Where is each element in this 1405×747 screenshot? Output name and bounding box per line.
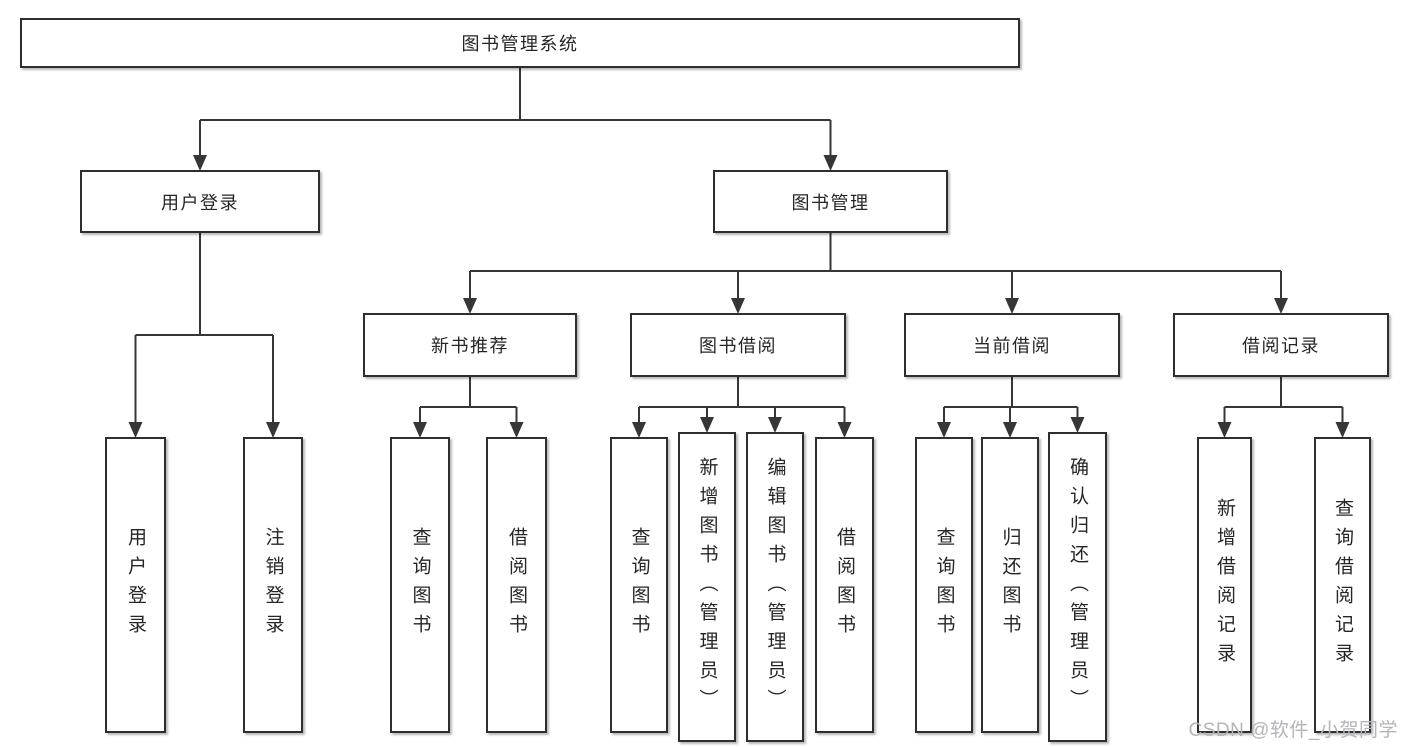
diagram-node-userlogin: 用户登录: [105, 437, 166, 733]
diagram-node-addrecord: 新增借阅记录: [1197, 437, 1252, 733]
node-label-borrowbook1: 借阅图书: [506, 527, 527, 643]
arrowhead-down-icon: [837, 422, 852, 438]
node-label-currentmod: 当前借阅: [973, 336, 1051, 356]
node-label-logout: 注销登录: [262, 527, 284, 643]
arrowhead-down-icon: [937, 422, 951, 438]
arrowhead-down-icon: [1005, 298, 1019, 314]
node-label-querybook2: 查询图书: [628, 527, 650, 643]
node-label-addrecord: 新增借阅记录: [1214, 498, 1235, 672]
node-label-borrowbook2: 借阅图书: [834, 527, 855, 643]
diagram-node-logout: 注销登录: [243, 437, 303, 733]
arrowhead-down-icon: [509, 422, 524, 438]
node-label-borrowmod: 图书借阅: [699, 336, 777, 356]
diagram-node-querybook2: 查询图书: [610, 437, 668, 733]
arrowhead-down-icon: [1070, 417, 1085, 433]
node-label-querybook1: 查询图书: [409, 527, 431, 643]
arrowhead-down-icon: [1335, 422, 1350, 438]
diagram-node-bookmgmt: 图书管理: [713, 170, 948, 233]
diagram-node-login: 用户登录: [80, 170, 320, 233]
arrowhead-down-icon: [632, 422, 646, 438]
node-label-addbook: 新增图书（管理员）: [696, 456, 718, 718]
node-label-returnbook: 归还图书: [999, 527, 1021, 643]
diagram-node-addbook: 新增图书（管理员）: [678, 432, 736, 742]
node-label-bookmgmt: 图书管理: [791, 192, 870, 213]
diagram-node-borrowbook1: 借阅图书: [486, 437, 547, 733]
arrowhead-down-icon: [266, 422, 280, 438]
arrowhead-down-icon: [768, 417, 782, 433]
arrowhead-down-icon: [413, 422, 427, 438]
arrowhead-down-icon: [700, 417, 714, 433]
node-label-newrec: 新书推荐: [431, 336, 509, 356]
arrowhead-down-icon: [128, 422, 143, 438]
arrowhead-down-icon: [1217, 422, 1232, 438]
arrowhead-down-icon: [193, 155, 207, 171]
node-label-login: 用户登录: [161, 192, 239, 213]
node-label-recordsmod: 借阅记录: [1242, 336, 1320, 356]
diagram-node-querybook1: 查询图书: [390, 437, 450, 733]
diagram-node-returnbook: 归还图书: [981, 437, 1039, 733]
diagram-node-borrowbook2: 借阅图书: [815, 437, 874, 733]
watermark: CSDN @软件_小贺同学: [1188, 720, 1398, 741]
arrowhead-down-icon: [731, 298, 745, 314]
diagram-node-editbook: 编辑图书（管理员）: [746, 432, 804, 742]
arrowhead-down-icon: [1274, 298, 1288, 314]
node-label-confirmret: 确认归还（管理员）: [1067, 456, 1088, 718]
arrowhead-down-icon: [823, 155, 838, 171]
node-label-editbook: 编辑图书（管理员）: [764, 456, 786, 718]
node-label-querybook3: 查询图书: [933, 527, 955, 643]
arrowhead-down-icon: [463, 298, 477, 314]
arrowhead-down-icon: [1003, 422, 1017, 438]
node-label-userlogin: 用户登录: [125, 527, 146, 643]
diagram-node-borrowmod: 图书借阅: [630, 313, 846, 377]
diagram-node-root: 图书管理系统: [20, 18, 1020, 68]
diagram-node-queryrecord: 查询借阅记录: [1314, 437, 1371, 733]
diagram-node-querybook3: 查询图书: [915, 437, 973, 733]
diagram-node-currentmod: 当前借阅: [904, 313, 1120, 377]
diagram-node-newrec: 新书推荐: [363, 313, 577, 377]
diagram-node-recordsmod: 借阅记录: [1173, 313, 1389, 377]
diagram-node-confirmret: 确认归还（管理员）: [1048, 432, 1107, 742]
node-label-root: 图书管理系统: [461, 34, 579, 54]
node-label-queryrecord: 查询借阅记录: [1332, 498, 1353, 672]
